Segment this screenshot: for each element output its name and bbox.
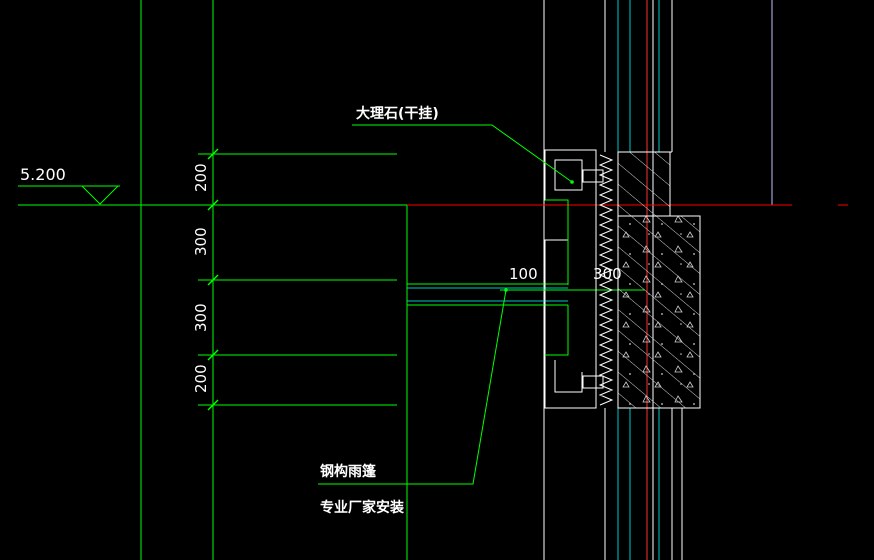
dim-text-100: 100	[509, 265, 538, 283]
steel-canopy	[407, 283, 568, 306]
dim-text-4: 200	[192, 364, 210, 393]
masonry-wall	[617, 151, 701, 420]
wall-lines	[543, 0, 773, 560]
dim-text-2: 300	[192, 227, 210, 256]
marble-leader	[352, 124, 574, 184]
elevation-marker: 5.200	[18, 165, 120, 205]
canopy-install-note: 专业厂家安装	[320, 499, 405, 516]
dim-text-3: 300	[192, 303, 210, 332]
marble-cladding	[544, 149, 604, 409]
dim-text-1: 200	[192, 163, 210, 192]
canopy-leader	[318, 288, 508, 485]
dim-text-300: 300	[593, 265, 622, 283]
dimension-ticks	[207, 148, 219, 411]
insulation-layer	[598, 154, 614, 406]
dimension-lines	[198, 153, 397, 406]
elevation-label: 5.200	[20, 165, 66, 184]
canopy-callout-label: 钢构雨篷	[320, 463, 377, 480]
marble-callout-label: 大理石(干挂)	[356, 105, 439, 122]
